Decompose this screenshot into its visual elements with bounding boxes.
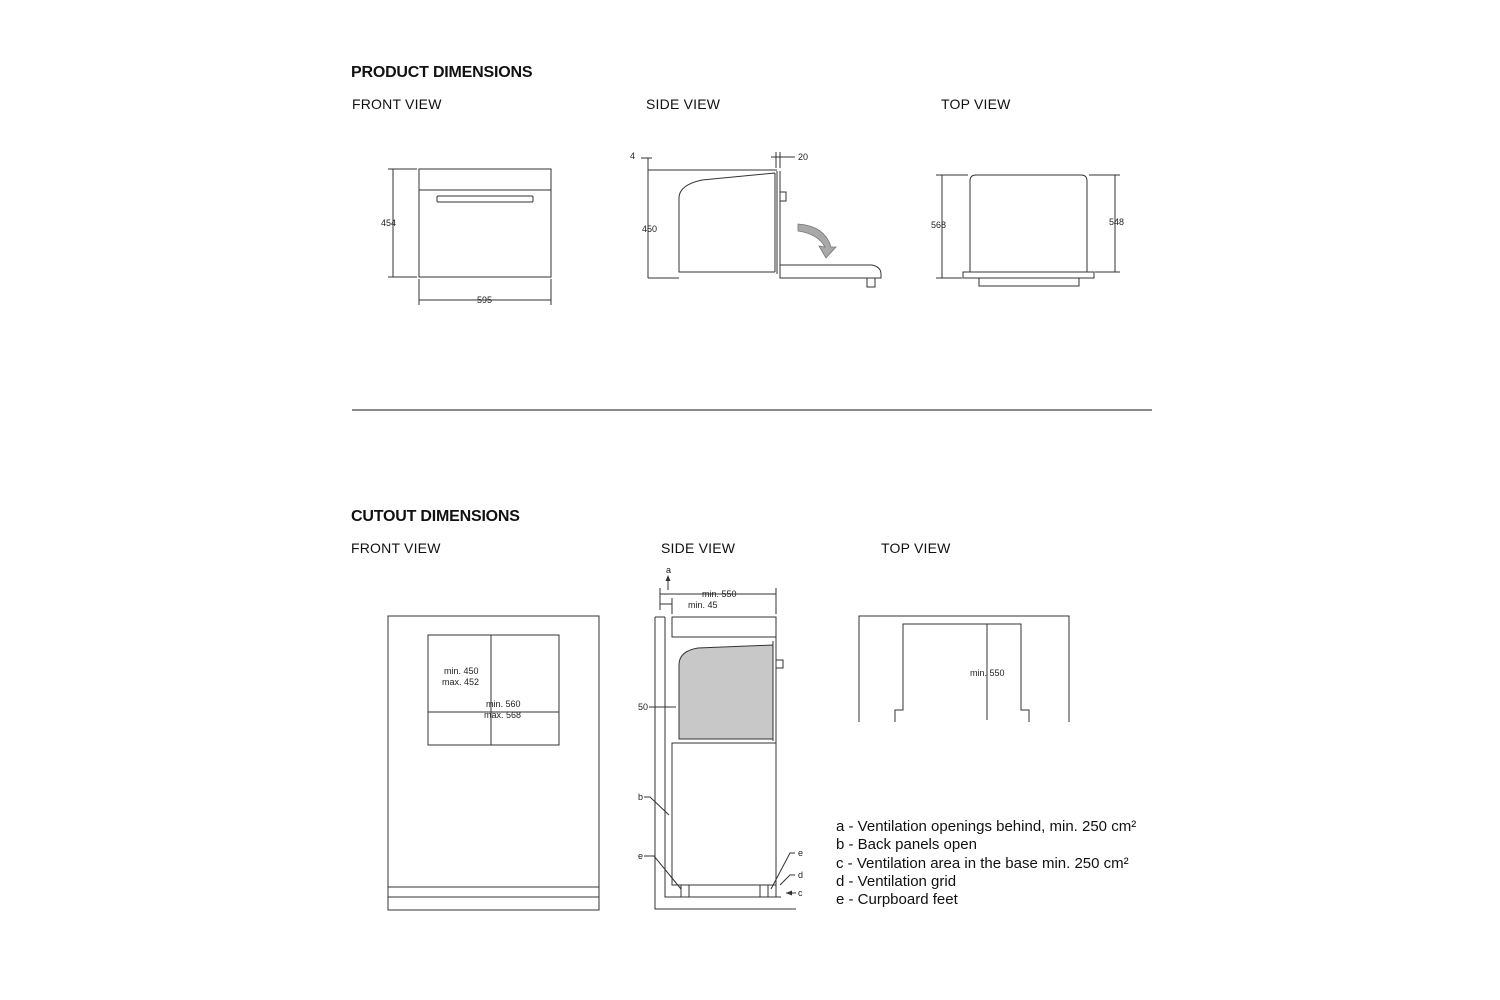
legend-item-b: b - Back panels open [836,836,977,854]
cutout-side-e-left-label: e [638,851,643,861]
cutout-front-drawing [387,615,600,911]
cutout-front-view-label: FRONT VIEW [351,540,441,556]
cutout-front-hmin-label: min. 450 [444,666,479,676]
cutout-side-a-label: a [666,565,671,575]
product-side-drawing [641,152,882,288]
cutout-top-view-label: TOP VIEW [881,540,951,556]
door-open-arrow-icon [797,223,837,259]
product-front-drawing [388,168,552,305]
legend-item-d: d - Ventilation grid [836,872,957,890]
cutout-side-view-label: SIDE VIEW [661,540,736,556]
side-door-label: 20 [798,152,808,162]
top-depth-right-label: 548 [1109,217,1124,227]
product-dimensions-heading: PRODUCT DIMENSIONS [351,64,533,81]
cutout-side-50-label: 50 [638,702,648,712]
cutout-side-drawing [644,578,796,910]
cutout-side-d-label: d [798,870,803,880]
product-top-view-label: TOP VIEW [941,96,1011,112]
product-top-drawing [936,174,1120,287]
front-width-label: 595 [477,295,492,305]
cutout-front-wmin-label: min. 560 [486,699,521,709]
cutout-side-c-label: c [798,888,803,898]
side-top-label: 4 [630,151,635,161]
legend-item-a: a - Ventilation openings behind, min. 25… [836,818,1137,835]
legend-item-e: e - Curpboard feet [836,891,958,909]
cutout-dimensions-heading: CUTOUT DIMENSIONS [351,508,520,525]
cutout-side-min550-label: min. 550 [702,589,737,599]
front-height-label: 454 [381,218,396,228]
side-height-label: 450 [642,224,657,234]
cutout-front-wmax-label: max. 568 [484,710,521,720]
cutout-front-hmax-label: max. 452 [442,677,479,687]
legend-item-c: c - Ventilation area in the base min. 25… [836,854,1129,872]
cutout-top-drawing [858,615,1070,722]
cutout-side-e-right-label: e [798,848,803,858]
cutout-side-b-label: b [638,792,643,802]
legend: a - Ventilation openings behind, min. 25… [836,818,1136,909]
oven-body-shape [678,644,774,740]
cutout-top-min550-label: min. 550 [970,668,1005,678]
top-depth-left-label: 568 [931,220,946,230]
product-side-view-label: SIDE VIEW [646,96,721,112]
cutout-side-min45-label: min. 45 [688,600,718,610]
product-front-view-label: FRONT VIEW [352,96,442,112]
